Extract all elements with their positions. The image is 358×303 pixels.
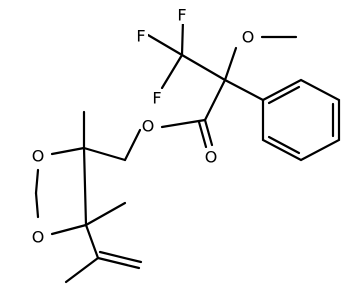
bond-c4-o-upper <box>50 146 86 156</box>
bond-ch2-o-lower <box>34 191 40 219</box>
atom-label: O <box>32 228 45 247</box>
oxygen-atom: O <box>204 148 219 167</box>
atom-label: O <box>205 148 218 167</box>
atom-label: F <box>136 27 145 46</box>
fluorine-atom: F <box>151 89 164 108</box>
bond-quaternary-phenyl <box>223 78 265 102</box>
bond-c5-c4 <box>82 146 88 227</box>
bond-f3-cf3 <box>160 53 184 90</box>
bond-f2-cf3 <box>180 18 185 57</box>
atom-label: O <box>142 117 155 136</box>
atom-label: O <box>242 28 255 47</box>
oxygen-atom: O <box>31 228 46 247</box>
fluorine-atom: F <box>176 6 189 25</box>
bond-quaternary-o-methoxy <box>223 46 238 82</box>
bond-cf3-quaternary <box>180 53 227 82</box>
oxygen-atom: O <box>31 147 46 166</box>
bond-o-ester-ch2 <box>123 128 142 162</box>
phenyl-double-bond-3 <box>267 135 301 155</box>
fluorine-atom: F <box>135 27 148 46</box>
bond-isopropenyl-ch2-1 <box>96 256 141 270</box>
bond-isopropenyl-ch2-2 <box>98 250 143 264</box>
bond-c5-isopropenyl <box>84 223 100 260</box>
atom-label: F <box>152 89 161 108</box>
phenyl-ring <box>261 78 341 162</box>
bond-isopropenyl-methyl <box>64 256 100 284</box>
oxygen-atom: O <box>241 28 256 47</box>
bond-c5-methyl <box>84 201 127 227</box>
bond-o-lower-c5 <box>50 223 88 236</box>
bonds <box>34 18 341 284</box>
bond-quaternary-carbonyl-c <box>203 78 227 122</box>
bond-ch2-c4 <box>82 146 127 162</box>
bond-f1-cf3 <box>146 33 184 57</box>
bond-carbonyl-c-o-2 <box>197 120 208 149</box>
atom-labels: F F F O O O O O <box>31 6 256 247</box>
bond-carbonyl-c-o-1 <box>203 118 214 147</box>
oxygen-atom: O <box>141 117 156 136</box>
bond-carbonyl-c-o-ester <box>160 118 207 129</box>
bond-o-upper-ch2 <box>34 168 40 195</box>
atom-label: O <box>32 147 45 166</box>
phenyl-double-bond-1 <box>267 85 301 105</box>
atom-label: F <box>177 6 186 25</box>
